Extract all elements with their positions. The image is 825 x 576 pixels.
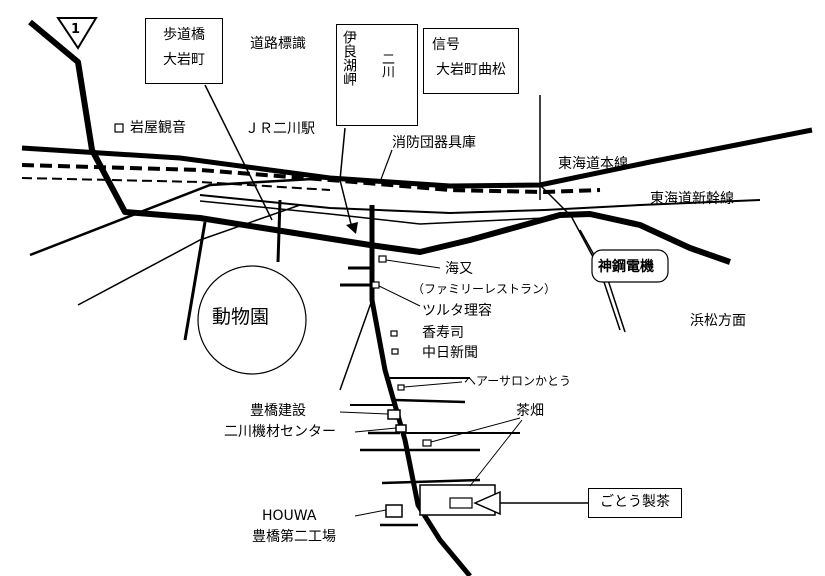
ptr-houwa (354, 509, 387, 517)
goto-tea-marker (449, 497, 473, 509)
road-sign-right: 二川 (379, 52, 394, 78)
ptr-tsuruta (378, 285, 421, 307)
signal-line1: 信号 (432, 37, 460, 53)
ptr-kensetsu (339, 411, 389, 415)
label-hamamatsu: 浜松方面 (690, 313, 746, 329)
shinko-denki-box (591, 249, 669, 283)
label-tea-field: 茶畑 (516, 403, 544, 419)
ptr-kizai (354, 427, 397, 433)
signal-pointer-2 (539, 184, 571, 216)
goto-tea-sign: ごとう製茶 (588, 488, 682, 518)
zoo-road (276, 199, 282, 263)
marker-kizai (395, 424, 407, 433)
zoo-road-left (183, 221, 207, 341)
label-toyohashi-kensetsu: 豊橋建設 (250, 403, 306, 419)
route-number: 1 (71, 22, 81, 37)
label-kojusi: 香寿司 (422, 325, 464, 341)
ptr-tea-1 (430, 417, 521, 443)
footbridge-line1: 歩道橋 (163, 27, 205, 43)
side-street-10 (381, 478, 481, 485)
marker-kensetsu (387, 409, 401, 420)
label-tsuruta: ツルタ理容 (422, 303, 492, 319)
label-futagawa-kizai: 二川機材センター (224, 424, 336, 440)
marker-houwa (385, 504, 403, 518)
ptr-hair (403, 381, 463, 388)
tokaido-main-line (21, 127, 813, 189)
marker-kojusi (390, 330, 398, 337)
label-houwa-factory: 豊橋第二工場 (252, 529, 336, 545)
label-tokaido-line: 東海道本線 (558, 156, 628, 172)
route-1-shield-icon (56, 17, 98, 50)
label-kaimata-sub: （ファミリーレストラン） (412, 282, 557, 296)
zoo-circle (197, 265, 307, 375)
road-sign-box (336, 24, 418, 126)
label-fire-shed: 消防団器具庫 (392, 135, 476, 151)
footbridge-line2: 大岩町 (163, 51, 205, 68)
label-zoo: 動物園 (212, 306, 270, 328)
shinkansen-line (199, 194, 761, 215)
footbridge-sign: 歩道橋 大岩町 (145, 18, 223, 84)
road-sign-left: 伊良湖岬 (341, 30, 357, 86)
road-left-diagonal (29, 176, 331, 257)
railway-track-2 (21, 177, 331, 191)
side-street-5 (394, 398, 466, 404)
label-chunichi: 中日新聞 (422, 345, 478, 361)
railway-track (21, 163, 601, 195)
label-shinko-denki: 神鋼電機 (598, 259, 654, 275)
marker-tea-small (422, 439, 432, 447)
label-jr-station: ＪＲ二川駅 (245, 121, 315, 137)
roadsign-pointer (339, 127, 353, 229)
side-street-3 (339, 299, 373, 391)
label-hair-salon: ヘアーサロンかとう (464, 374, 572, 388)
roadsign-arrow (346, 222, 358, 234)
label-shinkansen: 東海道新幹線 (650, 191, 734, 207)
road-sign-title: 道路標識 (250, 36, 306, 52)
signal-sign: 信号 大岩町曲松 (423, 28, 519, 94)
fire-shed-pointer (379, 149, 393, 183)
signal-line2: 大岩町曲松 (436, 61, 506, 78)
label-houwa: HOUWA (262, 508, 317, 524)
marker-tsuruta (371, 281, 380, 289)
ptr-kaimata (385, 259, 441, 269)
label-kaimata: 海又 (445, 261, 473, 277)
ptr-tea-2 (469, 419, 523, 487)
marker-chunichi (391, 348, 399, 355)
marker-iwaya (114, 123, 124, 133)
footbridge-pointer (204, 84, 273, 221)
marker-kaimata (378, 255, 387, 263)
marker-hair (397, 384, 405, 391)
label-iwaya-kannon: 岩屋観音 (130, 120, 186, 136)
road-left-lower (77, 204, 301, 306)
